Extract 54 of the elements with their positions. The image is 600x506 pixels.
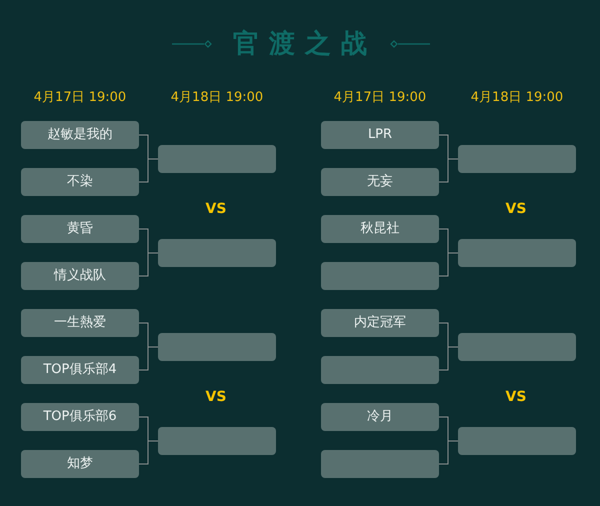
- bracket-slot: [21, 450, 139, 478]
- empty-slot: [458, 145, 576, 173]
- empty-slot: [458, 239, 576, 267]
- bracket-slot: [321, 403, 439, 431]
- title: 官渡之战: [232, 28, 377, 60]
- bracket-line: [138, 346, 158, 370]
- versus-label: VS: [206, 201, 226, 217]
- bracket-slot: [21, 215, 139, 243]
- empty-slot: [158, 239, 276, 267]
- bracket-slot: [321, 168, 439, 196]
- empty-slot: [321, 450, 439, 478]
- bracket-slot: [21, 309, 139, 337]
- bracket-slot: [321, 215, 439, 243]
- bracket-slot: [21, 121, 139, 149]
- versus-label: VS: [506, 389, 526, 405]
- bracket-slot: [21, 356, 139, 384]
- bracket-line: [138, 252, 158, 276]
- team-name: 内定冠军: [354, 315, 406, 331]
- bracket-line: [438, 346, 458, 370]
- team-name: 黄昏: [67, 221, 93, 237]
- empty-slot: [158, 427, 276, 455]
- team-name: TOP俱乐部4: [43, 362, 117, 378]
- team-name: 不染: [67, 174, 93, 190]
- empty-slot: [458, 333, 576, 361]
- versus-label: VS: [506, 201, 526, 217]
- bracket-slot: [21, 168, 139, 196]
- empty-slot: [158, 145, 276, 173]
- empty-slot: [458, 427, 576, 455]
- bracket-slot: [21, 262, 139, 290]
- team-name: 情义战队: [54, 268, 106, 284]
- team-name: 冷月: [367, 409, 393, 425]
- bracket-slot: [321, 121, 439, 149]
- team-name: 秋昆社: [360, 221, 400, 237]
- bracket-slot: [321, 309, 439, 337]
- empty-slot: [321, 262, 439, 290]
- bracket-line: [438, 252, 458, 276]
- match-time: 4月18日 19:00: [170, 90, 264, 106]
- team-name: 赵敏是我的: [48, 127, 112, 143]
- versus-label: VS: [206, 389, 226, 405]
- match-time: 4月17日 19:00: [34, 90, 126, 106]
- team-name: 知梦: [67, 456, 93, 472]
- empty-slot: [158, 333, 276, 361]
- bracket-line: [138, 440, 158, 464]
- team-name: 一生熱爱: [54, 315, 106, 331]
- match-time: 4月17日 19:00: [334, 90, 426, 106]
- empty-slot: [321, 356, 439, 384]
- team-name: LPR: [368, 127, 392, 143]
- team-name: TOP俱乐部6: [43, 409, 117, 425]
- bracket-slot: [21, 403, 139, 431]
- bracket-line: [138, 158, 158, 182]
- bracket-line: [438, 158, 458, 182]
- match-time: 4月18日 19:00: [470, 90, 564, 106]
- bracket-line: [438, 440, 458, 464]
- team-name: 无妄: [367, 174, 393, 190]
